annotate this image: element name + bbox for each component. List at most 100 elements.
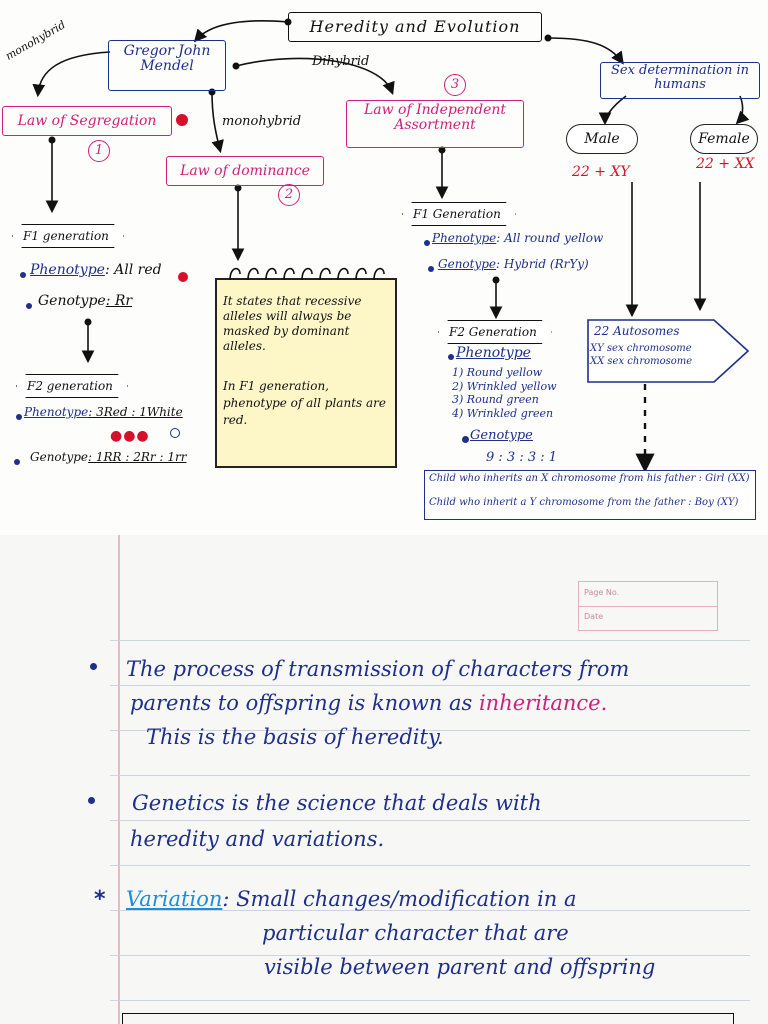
note-line2: In F1 generation, phenotype of all plant… <box>223 379 386 427</box>
partial-box <box>122 1013 734 1024</box>
girl-inheritance-text: Child who inherits an X chromosome from … <box>429 473 750 484</box>
f2-right-generation-tag: F2 Generation <box>438 320 552 344</box>
ruled-line <box>110 775 750 776</box>
child-inheritance-box: Child who inherits an X chromosome from … <box>424 470 756 520</box>
page-no-label: Page No. <box>584 588 620 597</box>
dihybrid-label: Dihybrid <box>312 54 370 69</box>
phenotype-item: 2) Wrinkled yellow <box>452 379 557 393</box>
f2-phenotype-value: : 3Red : 1White <box>88 405 183 419</box>
autosome-arrow-shape <box>587 319 750 383</box>
page-date-divider <box>579 606 717 607</box>
bullet <box>462 436 469 443</box>
phenotype-item: 1) Round yellow <box>452 366 543 379</box>
f1-right-genotype-row: Genotype: Hybrid (RrYy) <box>438 257 589 271</box>
ruled-line <box>110 865 750 866</box>
map-title: Heredity and Evolution <box>288 12 542 42</box>
bullet <box>424 240 430 246</box>
f1-phenotype-row: Phenotype: All red <box>30 262 162 278</box>
bullet1-line1: The process of transmission of character… <box>126 657 630 681</box>
white-dot-marker <box>170 428 180 438</box>
red-dot-marker <box>176 114 188 126</box>
f2-phenotype-row: Phenotype: 3Red : 1White <box>24 405 183 419</box>
bullet1-line2: parents to offspring is known as inherit… <box>130 691 607 715</box>
phenotype-item: 4) Wrinkled green <box>452 406 554 420</box>
bullet1-line2-text: parents to offspring is known as <box>130 691 473 715</box>
variation-term: Variation <box>126 887 223 911</box>
inheritance-highlight: inheritance. <box>478 691 608 715</box>
bullet <box>428 266 434 272</box>
male-cloud: Male <box>566 124 638 154</box>
red-dot-marker <box>178 272 188 282</box>
bullet <box>20 272 26 278</box>
f2-right-phenotype-label: Phenotype <box>456 345 531 361</box>
f2-generation-tag: F2 generation <box>16 374 128 398</box>
phenotype-item: 3) Round green <box>452 393 539 406</box>
ruled-line <box>110 640 750 641</box>
law-of-dominance-box: Law of dominance <box>166 156 324 186</box>
bullet2-line1: Genetics is the science that deals with <box>132 791 542 815</box>
bullet <box>26 303 32 309</box>
monohybrid-mid-label: monohybrid <box>222 114 302 129</box>
page-date-box: Page No. Date <box>578 581 718 631</box>
ruled-line <box>110 955 750 956</box>
f1-genotype-label: Genotype <box>38 293 106 309</box>
f2-right-ratio: 9 : 3 : 3 : 1 <box>486 450 558 465</box>
red-dots-marker: ●●● <box>110 428 150 444</box>
f2-genotype-value: : 1RR : 2Rr : 1rr <box>88 450 187 464</box>
law2-number: 2 <box>278 184 300 206</box>
date-label: Date <box>584 612 604 621</box>
xy-chromosome-text: XY sex chromosome <box>590 343 692 354</box>
variation-line3: visible between parent and offspring <box>264 955 656 979</box>
f1-phenotype-label: Phenotype <box>30 262 105 278</box>
f1-right-phenotype-row: Phenotype: All round yellow <box>432 231 603 245</box>
f1-right-genotype-value: : Hybrid (RrYy) <box>496 257 589 271</box>
female-chromosomes: 22 + XX <box>696 156 755 172</box>
male-chromosomes: 22 + XY <box>572 164 630 180</box>
bullet <box>16 414 22 420</box>
law-of-independent-assortment-box: Law of Independent Assortment <box>346 100 524 148</box>
f1-right-genotype-label: Genotype <box>438 257 497 271</box>
bullet1-line3: This is the basis of heredity. <box>146 725 444 749</box>
f2-right-phenotype-list: 1) Round yellow 2) Wrinkled yellow 3) Ro… <box>452 366 557 420</box>
f2-phenotype-label: Phenotype <box>24 405 89 419</box>
boy-inheritance-text: Child who inherit a Y chromosome from th… <box>429 497 739 508</box>
notebook-margin-line <box>118 535 120 1024</box>
f1-genotype-row: Genotype: Rr <box>38 293 132 309</box>
variation-line1: Variation: Small changes/modification in… <box>126 887 577 911</box>
bullet <box>90 663 97 670</box>
f1-generation-tag: F1 generation <box>12 224 124 248</box>
ruled-line <box>110 910 750 911</box>
mind-map-section: Heredity and Evolution Gregor John Mende… <box>2 12 760 520</box>
ruled-line <box>110 820 750 821</box>
variation-line2: particular character that are <box>262 921 569 945</box>
sex-determination-box: Sex determination in humans <box>600 62 760 99</box>
autosomes-text: 22 Autosomes <box>594 324 680 338</box>
mendel-box: Gregor John Mendel <box>108 40 226 91</box>
f1-right-phenotype-value: : All round yellow <box>496 231 604 245</box>
f2-genotype-row: Genotype: 1RR : 2Rr : 1rr <box>30 450 186 464</box>
ruled-line <box>110 685 750 686</box>
ruled-line <box>110 730 750 731</box>
f2-genotype-label: Genotype <box>30 450 89 464</box>
ruled-line <box>110 1000 750 1001</box>
bullet2-line2: heredity and variations. <box>130 827 385 851</box>
xx-chromosome-text: XX sex chromosome <box>590 356 693 367</box>
bullet <box>88 797 95 804</box>
variation-def-part1: : Small changes/modification in a <box>222 887 577 911</box>
law-of-segregation-box: Law of Segregation <box>2 106 172 136</box>
female-cloud: Female <box>690 124 758 154</box>
f1-genotype-value: : Rr <box>105 293 133 309</box>
f1-right-phenotype-label: Phenotype <box>432 231 497 245</box>
bullet <box>448 354 454 360</box>
note-spiral-binding <box>229 267 385 281</box>
f1-right-generation-tag: F1 Generation <box>402 202 516 226</box>
dominance-note: It states that recessive alleles will al… <box>215 278 397 468</box>
note-line1: It states that recessive alleles will al… <box>223 294 362 353</box>
f1-phenotype-value: : All red <box>104 262 162 278</box>
f2-right-genotype-label: Genotype <box>470 428 533 443</box>
notebook-page: Page No. Date The process of transmissio… <box>0 535 768 1024</box>
star-marker: * <box>94 887 106 912</box>
bullet <box>14 459 20 465</box>
law3-number: 3 <box>444 74 466 96</box>
law1-number: 1 <box>88 140 110 162</box>
